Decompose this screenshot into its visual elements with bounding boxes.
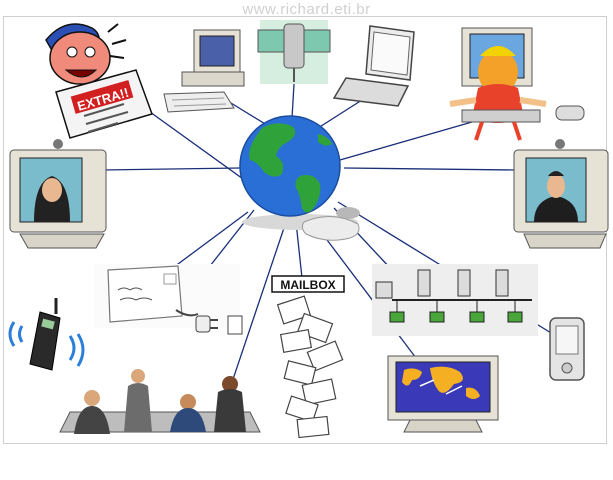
mailbox-label: MAILBOX (280, 278, 335, 292)
power-plug-icon (175, 309, 243, 335)
kid-at-computer-icon (449, 27, 585, 141)
link-mailbox (295, 221, 303, 279)
network-lan-icon (372, 264, 538, 336)
videoconference-woman-icon (9, 139, 107, 249)
email-letter-icon (94, 264, 240, 328)
newspaper-boy-icon: EXTRA!! (45, 23, 153, 139)
desktop-computer-icon (163, 29, 245, 113)
link-meeting (225, 221, 287, 401)
videoconference-man-icon (513, 139, 609, 249)
laptop-icon (332, 25, 415, 107)
link-kid (339, 121, 473, 161)
globe-icon (239, 115, 360, 230)
link-satellite (291, 83, 295, 119)
mailbox-icon: MAILBOX (271, 275, 345, 439)
link-email (209, 209, 255, 267)
watermark-text: www.richard.eti.br (242, 1, 371, 18)
mouse-icon (301, 216, 360, 241)
link-woman (103, 167, 241, 171)
pda-icon (549, 317, 585, 381)
world-map-monitor-icon (387, 355, 499, 433)
business-meeting-icon (59, 369, 261, 434)
link-man (343, 167, 517, 171)
mobile-phone-icon (8, 298, 85, 371)
satellite-icon (257, 20, 331, 84)
link-laptop (317, 99, 363, 129)
